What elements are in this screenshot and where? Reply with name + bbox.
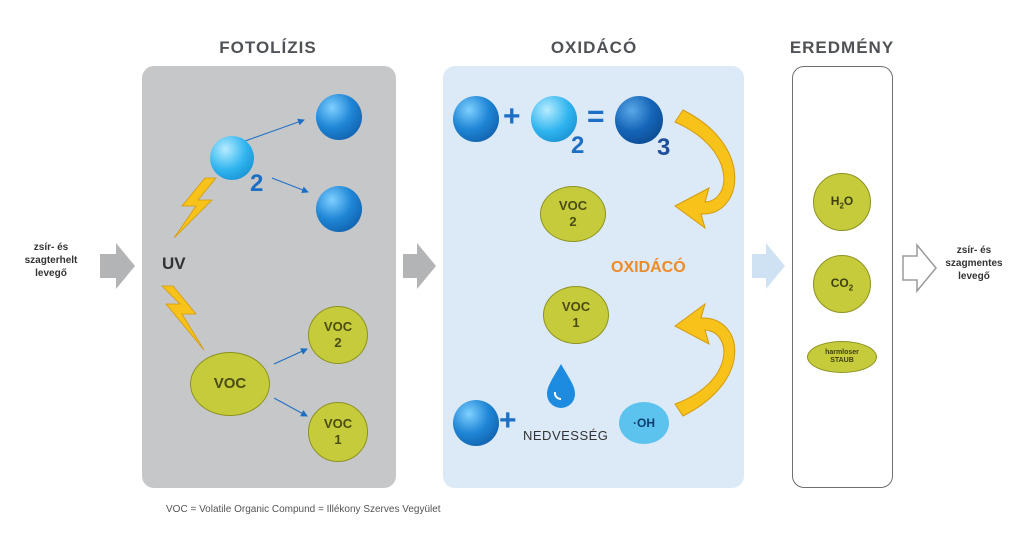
water-molecule: H2O — [813, 173, 871, 231]
result-title: EREDMÉNY — [789, 38, 895, 57]
harmless-dust: harmloser STAUB — [807, 341, 877, 373]
oxygen-molecule-subscript: 2 — [571, 132, 585, 159]
uv-label: UV — [162, 254, 186, 273]
voc-molecule: VOC — [190, 352, 270, 416]
curved-arrow-lower-icon — [674, 302, 736, 417]
voc1-number: 1 — [334, 432, 342, 447]
oxygen-atom-lower-icon — [453, 400, 499, 446]
voc2-label: VOC — [323, 319, 353, 334]
input-air-label-line3: levegő — [35, 268, 67, 279]
oxygen-molecule-icon — [210, 136, 254, 180]
ozone-molecule-icon — [615, 96, 663, 144]
water-o: O — [843, 193, 854, 208]
dust-line1: harmloser — [825, 349, 859, 356]
photolysis-title: FOTOLÍZIS — [219, 38, 317, 57]
input-air-label-line2: szagterhelt — [24, 255, 78, 266]
photolysis-connectors — [161, 118, 309, 417]
carbon-dioxide-formula: CO2 — [831, 276, 853, 292]
water-h: H — [830, 193, 840, 208]
water-drop-icon — [547, 364, 575, 408]
ozone-subscript: 3 — [657, 134, 671, 161]
oxygen-molecule-icon — [531, 96, 577, 142]
output-air-label-line2: szagmentes — [945, 258, 1003, 269]
plus-sign-lower: + — [499, 404, 517, 437]
moisture-label: NEDVESSÉG — [523, 428, 609, 443]
output-air-label-line3: levegő — [958, 271, 990, 282]
water-drop-highlight — [553, 391, 562, 401]
voc-to-voc2-arrow — [273, 348, 308, 365]
voc1-label: VOC — [561, 299, 591, 314]
voc1-molecule: VOC 1 — [543, 286, 609, 344]
output-air-label-line1: zsír- és — [956, 245, 992, 256]
carbon-dioxide-molecule: CO2 — [813, 255, 871, 313]
equals-sign: = — [587, 100, 605, 133]
oxidation-title: OXIDÁCÓ — [550, 38, 638, 57]
o2-to-o-upper-arrow — [244, 118, 305, 142]
oxidation-to-result-arrow-icon — [752, 243, 785, 289]
voc2-molecule: VOC 2 — [540, 186, 606, 242]
input-air-label-line1: zsír- és — [33, 242, 69, 253]
oxidation-curved-arrows — [547, 109, 736, 417]
oxygen-atom-lower-icon — [316, 186, 362, 232]
output-flow-arrow-icon — [902, 242, 937, 294]
oxidation-center-label: OXIDÁCÓ — [611, 259, 686, 276]
co2-sub: 2 — [848, 283, 854, 293]
o2-to-o-lower-arrow — [271, 177, 309, 194]
input-flow-arrow-icon — [100, 243, 135, 289]
co2-co: CO — [830, 275, 849, 290]
plus-sign: + — [503, 100, 521, 133]
curved-arrow-upper-icon — [674, 109, 736, 230]
output-air-label: zsír- és szagmentes levegő — [937, 244, 1011, 283]
dust-line2: STAUB — [830, 357, 854, 364]
water-formula: H2O — [831, 194, 853, 210]
voc2-molecule: VOC 2 — [308, 306, 368, 364]
oxygen-atom-upper-icon — [316, 94, 362, 140]
voc1-number: 1 — [572, 315, 580, 330]
hydroxyl-radical: ·OH — [619, 402, 669, 444]
voc2-number: 2 — [569, 214, 577, 229]
photolysis-to-oxidation-arrow-icon — [403, 243, 436, 289]
voc-to-voc1-arrow — [273, 397, 308, 417]
lightning-lower-icon — [161, 285, 205, 351]
photolysis-panel: 2 UV VOC VOC 2 VOC 1 — [142, 66, 396, 488]
voc2-label: VOC — [558, 198, 588, 213]
voc1-molecule: VOC 1 — [308, 402, 368, 462]
lightning-upper-icon — [173, 177, 217, 239]
oxidation-panel: + 2 = 3 VOC 2 OXIDÁCÓ VOC 1 + NEDVESSÉG … — [443, 66, 744, 488]
result-panel: H2O CO2 harmloser STAUB — [792, 66, 893, 488]
oxygen-subscript: 2 — [250, 170, 264, 197]
voc1-label: VOC — [323, 416, 353, 431]
voc2-number: 2 — [334, 335, 342, 350]
input-air-label: zsír- és szagterhelt levegő — [14, 241, 88, 280]
water-sub: 2 — [839, 201, 844, 211]
oxygen-atom-icon — [453, 96, 499, 142]
voc-footnote: VOC = Volatile Organic Compund = Illékon… — [166, 504, 441, 515]
